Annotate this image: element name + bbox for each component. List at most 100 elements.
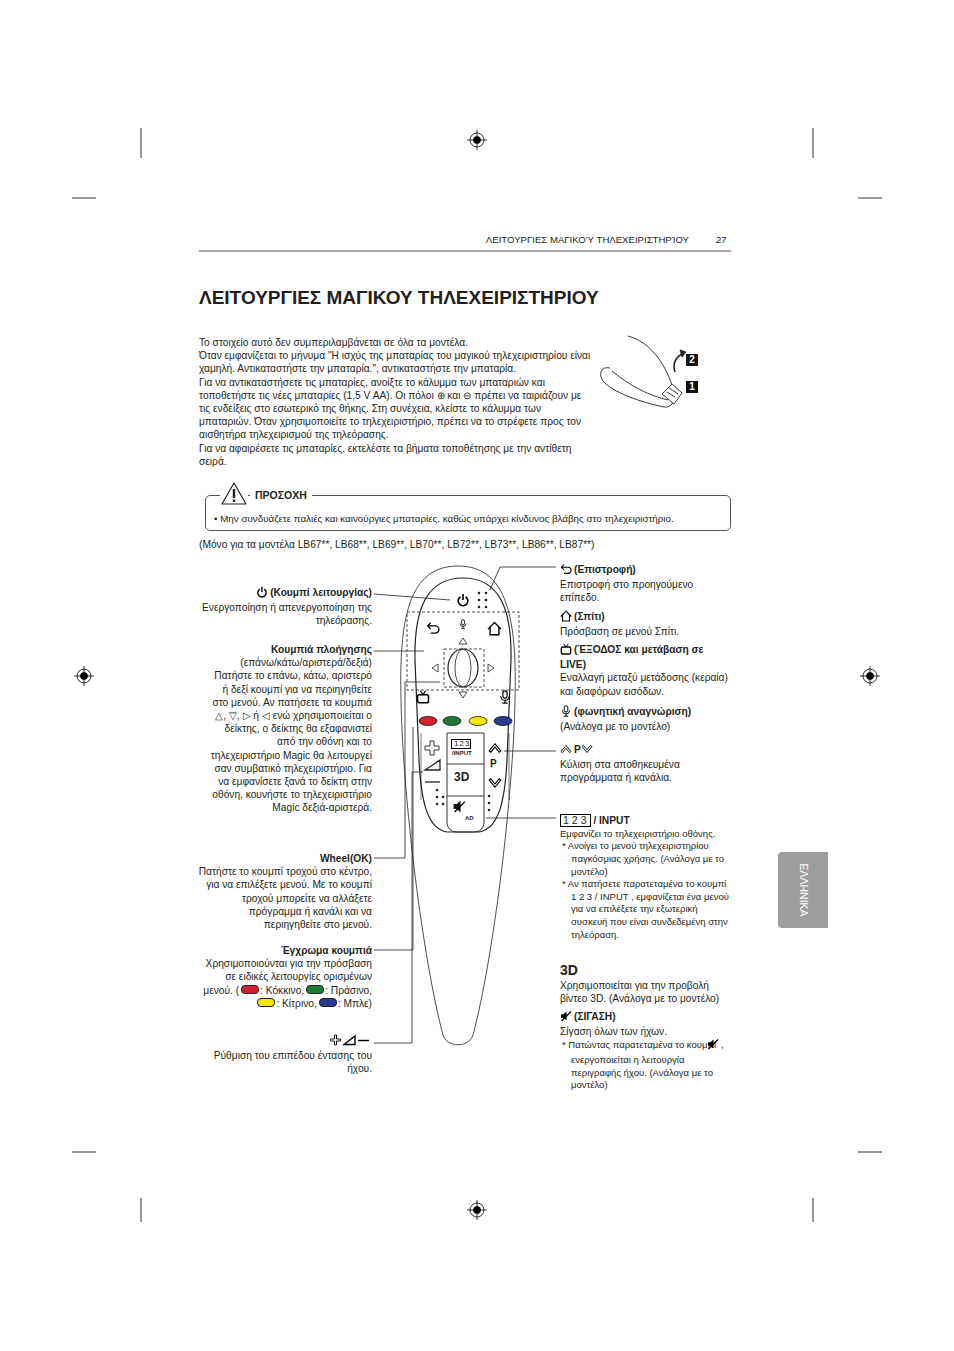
icon (330, 1034, 370, 1049)
text: Εμφανίζει το τηλεχειριστήριο οθόνης. (560, 828, 715, 839)
artwork-part (436, 796, 439, 799)
page-title: ΛΕΙΤΟΥΡΓΙΕΣ ΜΑΓΙΚΟΥ ΤΗΛΕΧΕΙΡΙΣΤΗΡΙΟΥ (199, 287, 599, 309)
vol-icon (330, 1034, 370, 1046)
text-block: Έγχρωμα κουμπιάΧρησιμοποιούνται για την … (196, 944, 372, 1010)
text-block: (ΈΞΟΔΟΣ και μετάβαση σε LIVE)Εναλλαγή με… (560, 643, 730, 698)
boxed-keys: 123 (560, 814, 591, 827)
artwork-part (485, 606, 488, 609)
caution-text: • Μην συνδυάζετε παλιές και καινούργιες … (214, 513, 722, 525)
back-icon (560, 563, 572, 575)
registration-marks (74, 130, 880, 1220)
artwork-part (489, 744, 501, 752)
artwork-part (442, 796, 445, 799)
icon (560, 743, 572, 758)
artwork-part (447, 764, 484, 765)
callout-number: 1 (686, 381, 698, 393)
icon (560, 563, 572, 578)
artwork-part (72, 198, 96, 199)
text: (φωνητική αναγνώριση) (574, 706, 691, 717)
artwork-part (485, 592, 488, 595)
artwork-part (477, 130, 478, 150)
text-block: Ρύθμιση του επιπέδου έντασης του ήχου. (206, 1034, 372, 1076)
artwork-part (436, 789, 439, 792)
mute-icon (707, 1038, 719, 1050)
text-block: (Κουμπί λειτουργίας) Ενεργοποίηση ή απενε… (196, 586, 372, 628)
artwork-part (448, 649, 478, 687)
text: Σίγαση όλων των ήχων. (560, 1026, 667, 1037)
caution-box: ΠΡΟΣΟΧΗ• Μην συνδυάζετε παλιές και καινο… (205, 495, 731, 531)
text-block: (Σπίτι)Πρόσβαση σε μενού Σπίτι. (560, 610, 728, 638)
button-label: /INPUT (452, 750, 472, 756)
artwork-part (509, 733, 510, 800)
artwork-part (490, 567, 556, 590)
down-icon (581, 743, 593, 755)
text: (Ανάλογα με το μοντέλο) (560, 721, 670, 732)
language-tab: ΕΛΛΗΝΙΚΑ (778, 852, 828, 928)
artwork-part (428, 623, 439, 633)
artwork-part (612, 371, 668, 400)
artwork-part (469, 717, 487, 726)
text: (ΣΙΓΑΣΗ) (574, 1011, 616, 1022)
text: * Πατώντας παρατεταμένα το κουμπί (562, 1039, 716, 1050)
text-block: (ΣΙΓΑΣΗ) Σίγαση όλων των ήχων. * Πατώντας … (560, 1010, 732, 1092)
text: Το στοιχείο αυτό δεν συμπεριλαμβάνεται σ… (199, 337, 468, 348)
text: / INPUT (593, 815, 629, 826)
artwork-part (447, 796, 484, 797)
remote-body (415, 578, 511, 832)
text-block: 123 / INPUT Εμφανίζει το τηλεχειριστήριο … (560, 814, 732, 941)
artwork-part (501, 691, 509, 703)
artwork-part (374, 594, 450, 600)
text: Για να αφαιρέσετε τις μπαταρίες, εκτελέσ… (199, 443, 571, 467)
artwork-part (447, 733, 484, 832)
header-rule (199, 251, 731, 252)
artwork-part (74, 666, 94, 686)
artwork-part (667, 388, 678, 397)
icon (560, 705, 572, 720)
magic-remote (401, 566, 519, 1045)
text: (επάνω/κάτω/αριστερά/δεξιά) (240, 657, 372, 668)
text-block: (φωνητική αναγνώριση) (Ανάλογα με το μοντ… (560, 705, 730, 733)
artwork-part (860, 666, 880, 686)
caution-heading: ΠΡΟΣΟΧΗ (250, 489, 312, 502)
text: (Επιστροφή) (574, 564, 636, 575)
artwork-part (72, 1152, 96, 1153)
text-block: Wheel(OK)Πατήστε το κουμπί τροχού στο κέ… (196, 852, 372, 931)
text: * Ανοίγει το μενού τηλεχειριστηρίου παγκ… (562, 840, 724, 876)
artwork-part (478, 592, 488, 609)
icon (256, 586, 268, 601)
artwork-part (813, 1198, 814, 1222)
3d-symbol: 3D (560, 962, 578, 978)
running-header: ΛΕΙΤΟΥΡΓΙΕΣ ΜΑΓΙΚΟΎ ΤΗΛΕΧΕΙΡΙΣΤΗΡΊΟΥ (486, 234, 689, 245)
artwork-part (374, 772, 423, 1043)
artwork-part (443, 717, 461, 726)
text: Εναλλαγή μεταξύ μετάδοσης (κεραία) και δ… (560, 672, 728, 696)
artwork-part (601, 336, 674, 407)
text: Ενεργοποίηση ή απενεργοποίηση της τηλεόρ… (202, 602, 372, 626)
icon (560, 1010, 572, 1025)
crop-marks (72, 128, 882, 1222)
artwork-part (467, 130, 487, 150)
artwork-part (419, 717, 437, 726)
warning-icon (220, 481, 248, 507)
legend-text: : Κίτρινο, (276, 998, 316, 1009)
artwork-part (460, 620, 466, 629)
legend-text: : Πράσινο, (325, 985, 372, 996)
text: Πατήστε το κουμπί τροχού στο κέντρο, για… (199, 866, 372, 930)
power-icon (256, 586, 268, 598)
text-block: (Επιστροφή)Επιστροφή στο προηγούμενο επί… (560, 563, 728, 605)
tv-icon (560, 643, 572, 655)
text: Κουμπιά πλοήγησης (271, 644, 372, 655)
footnote: * Ανοίγει το μενού τηλεχειριστηρίου παγκ… (560, 840, 732, 878)
text: (Κουμπί λειτουργίας) (270, 587, 372, 598)
artwork-part (454, 802, 465, 812)
artwork-part (455, 649, 471, 687)
text: Έγχρωμα κουμπιά (281, 945, 372, 956)
artwork-part (870, 666, 871, 686)
legend-swatch (306, 985, 324, 994)
artwork-part (488, 795, 491, 798)
icon (716, 1038, 719, 1054)
artwork-part (504, 751, 556, 752)
artwork-part (478, 599, 481, 602)
artwork-part (419, 717, 512, 726)
